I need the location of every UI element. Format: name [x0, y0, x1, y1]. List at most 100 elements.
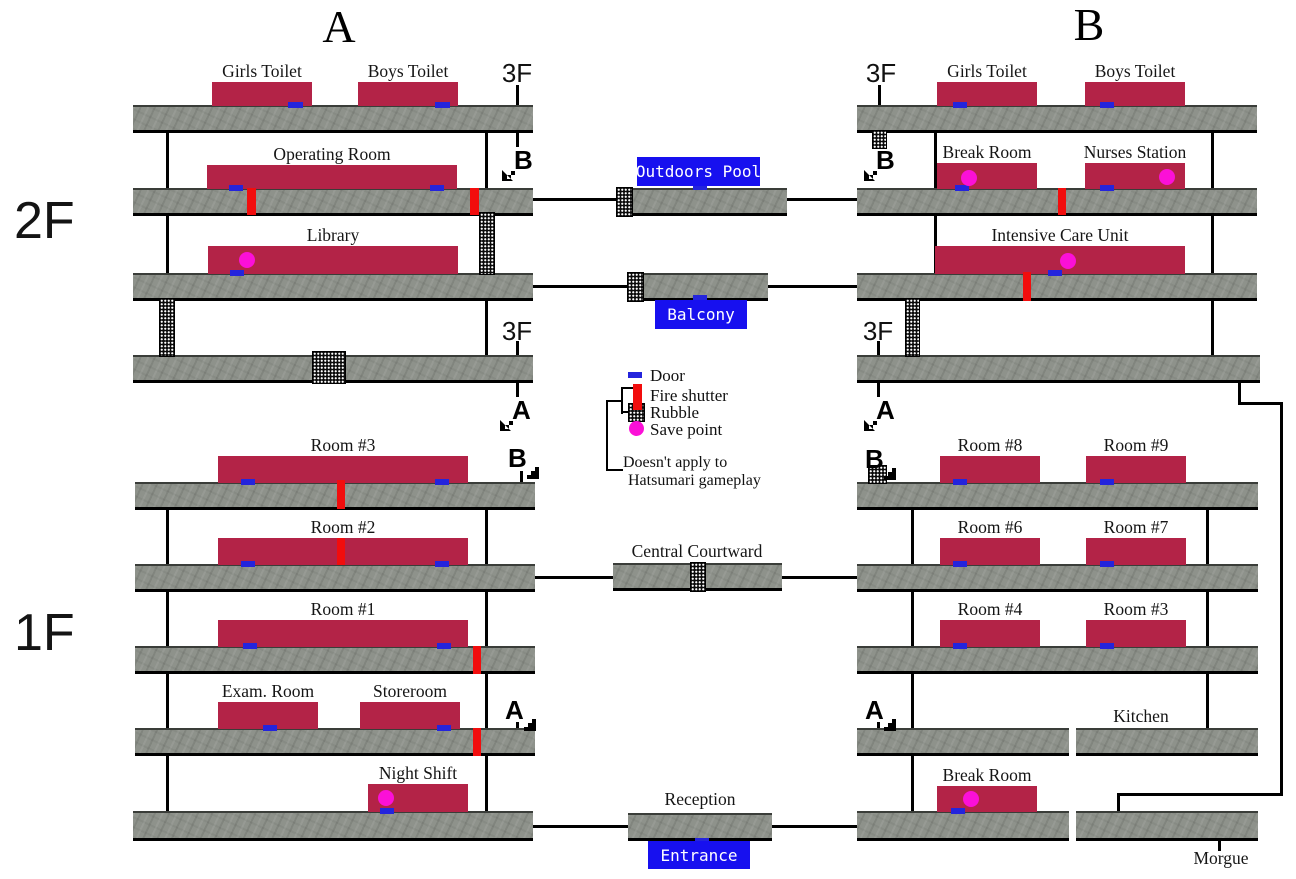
room: [218, 620, 468, 647]
stairs-marker-a: A: [864, 397, 900, 431]
corridor: [628, 273, 768, 301]
room-label: Room #4: [957, 599, 1023, 619]
map-line: [1206, 510, 1209, 564]
rubble-icon: [690, 562, 706, 592]
map-line: [1206, 674, 1209, 728]
fire-shutter-icon: [470, 188, 479, 215]
map-line: [485, 510, 488, 564]
legend-door-icon: [628, 372, 642, 378]
room-label: Night Shift: [378, 763, 458, 783]
corridor: [133, 811, 533, 841]
stairs-letter: A: [876, 395, 895, 425]
portal-outdoors-pool: Outdoors Pool: [636, 157, 761, 186]
corridor: [135, 564, 535, 592]
floor-label-2f: 2F: [14, 192, 75, 250]
rubble-icon: [616, 187, 633, 217]
floor-link-3f: 3F: [501, 58, 533, 88]
corridor: [857, 273, 1257, 301]
door-icon: [435, 102, 450, 108]
map-line: [166, 592, 169, 646]
stairs-marker-a: A: [863, 697, 899, 731]
door-icon: [953, 479, 967, 485]
room-label: Girls Toilet: [222, 61, 302, 81]
room-label: Room #7: [1103, 517, 1169, 537]
room-label: Operating Room: [273, 144, 391, 164]
area-label-morgue: Morgue: [1193, 848, 1249, 868]
corridor: [857, 105, 1257, 133]
room-label: Storeroom: [373, 681, 447, 701]
legend-rubble-label: Rubble: [650, 403, 700, 422]
map-line: [516, 383, 519, 397]
save-point-icon: [1060, 253, 1076, 269]
stairs-letter: B: [876, 145, 895, 175]
fire-shutter-icon: [473, 646, 481, 674]
corridor: [1076, 811, 1258, 841]
legend-note-line1: Doesn't apply to: [623, 454, 728, 471]
corridor: [135, 728, 535, 756]
rubble-icon: [868, 465, 887, 484]
room: [937, 163, 1037, 189]
fire-shutter-icon: [337, 480, 345, 509]
map-line: [533, 198, 617, 201]
room-label: Room #8: [957, 435, 1023, 455]
portal-balcony: Balcony: [655, 300, 747, 329]
corridor: [1076, 728, 1258, 756]
room-label: Room #3: [310, 435, 376, 455]
door-icon: [1100, 102, 1114, 108]
room-label: Break Room: [942, 142, 1032, 162]
map-line: [1117, 793, 1120, 813]
map-line: [934, 216, 937, 273]
map-line: [911, 674, 914, 728]
map-line: [1206, 592, 1209, 646]
map-line: [911, 510, 914, 564]
door-icon: [1048, 270, 1062, 276]
stairs-marker-a: A: [500, 397, 536, 431]
portal-label: Entrance: [660, 845, 738, 865]
stairs-down-left-icon: [502, 170, 515, 181]
corridor: [135, 646, 535, 674]
stairs-down-left-icon: [500, 420, 513, 431]
room: [1086, 456, 1186, 483]
save-point-icon: [961, 170, 977, 186]
fire-shutter-icon: [247, 188, 256, 215]
door-icon: [955, 185, 969, 191]
stairs-down-right-icon: [524, 719, 536, 731]
room-label: Break Room: [942, 765, 1032, 785]
map-line: [1280, 402, 1283, 796]
legend-fire-shutter-label: Fire shutter: [650, 386, 728, 405]
door-icon: [953, 643, 967, 649]
map-line: [485, 301, 488, 355]
corridor: [857, 482, 1258, 510]
fire-shutter-icon: [473, 728, 481, 756]
stairs-marker-b: B: [506, 445, 542, 479]
corridor: [857, 188, 1257, 216]
map-line: [516, 341, 519, 355]
room-label: Room #6: [957, 517, 1023, 537]
door-icon: [437, 725, 451, 731]
map-line: [787, 198, 857, 201]
map-line: [877, 722, 880, 728]
fire-shutter-icon: [337, 538, 345, 565]
stairs-down-right-icon: [884, 468, 896, 480]
stairs-letter: A: [505, 695, 524, 725]
room-label: Boys Toilet: [1094, 61, 1176, 81]
corridor: [857, 728, 1069, 756]
rubble-icon: [159, 298, 175, 357]
stairs-down-left-icon: [864, 420, 877, 431]
stairs-letter: B: [865, 444, 884, 474]
map-line: [166, 510, 169, 564]
door-icon: [953, 102, 967, 108]
door-icon: [288, 102, 303, 108]
room: [940, 456, 1040, 483]
rubble-icon: [872, 130, 887, 149]
map-line: [911, 756, 914, 811]
area-label-central-courtward: Central Courtward: [631, 541, 763, 561]
map-line: [516, 133, 519, 147]
room: [1086, 620, 1186, 647]
corridor: [857, 564, 1258, 592]
map-line: [1211, 133, 1214, 188]
room: [940, 620, 1040, 647]
map-line: [485, 674, 488, 728]
rubble-icon: [312, 351, 346, 384]
door-icon: [263, 725, 277, 731]
